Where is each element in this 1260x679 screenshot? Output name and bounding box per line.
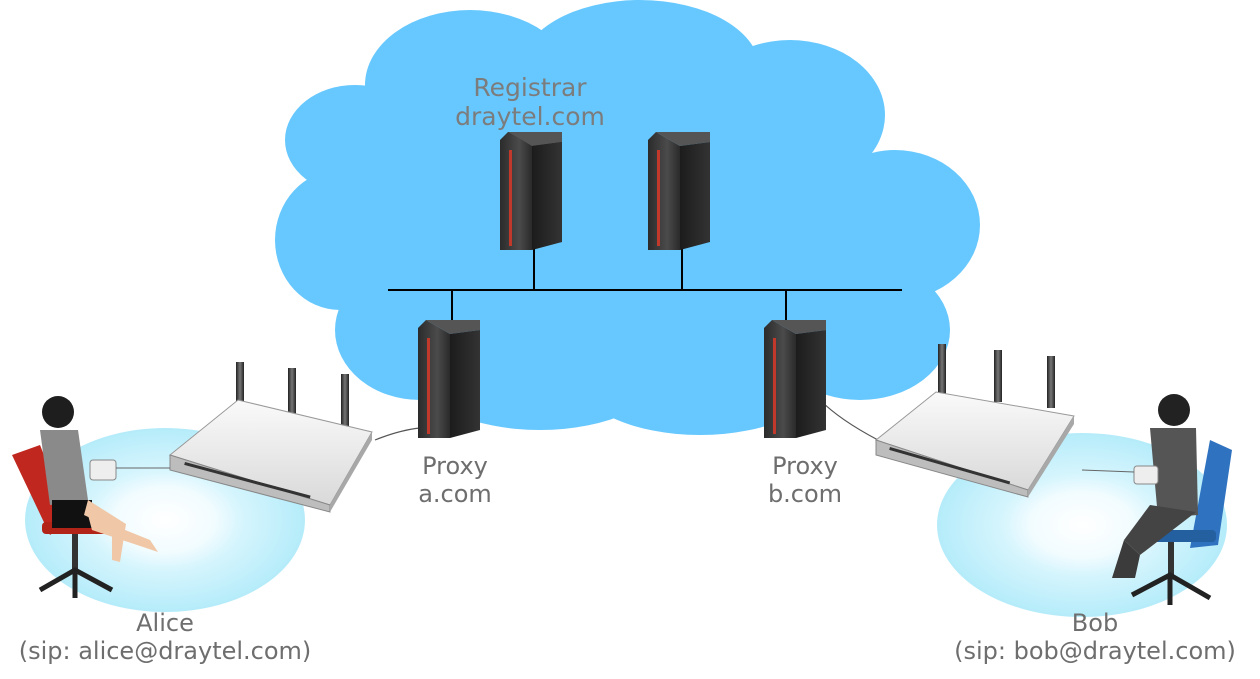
proxy-b-label: Proxy b.com: [730, 452, 880, 508]
proxy-a-domain: a.com: [418, 479, 492, 508]
alice-name: Alice: [136, 609, 194, 637]
proxy-a-title: Proxy: [422, 452, 488, 480]
bob-router: [874, 344, 1075, 498]
alice-address: (sip: alice@draytel.com): [18, 636, 312, 665]
network-bus: [388, 245, 902, 325]
bob-name: Bob: [1071, 609, 1119, 637]
bob-figure: [1081, 394, 1232, 605]
registrar-title: Registrar: [473, 73, 587, 102]
alice-label: Alice (sip: alice@draytel.com): [0, 609, 330, 665]
proxy-b-server: [764, 320, 826, 438]
alice-router: [168, 362, 373, 513]
internet-cloud: [275, 0, 980, 435]
registrar-label: Registrar draytel.com: [430, 73, 630, 132]
registrar-server-2: [648, 132, 710, 250]
proxy-b-title: Proxy: [772, 452, 838, 480]
proxy-a-server: [418, 320, 480, 438]
proxy-b-domain: b.com: [767, 479, 843, 508]
alice-figure: [12, 396, 170, 598]
registrar-domain: draytel.com: [455, 101, 605, 131]
bob-address: (sip: bob@draytel.com): [954, 636, 1236, 665]
bob-label: Bob (sip: bob@draytel.com): [930, 609, 1260, 665]
registrar-server-1: [500, 132, 562, 250]
proxy-a-label: Proxy a.com: [380, 452, 530, 508]
